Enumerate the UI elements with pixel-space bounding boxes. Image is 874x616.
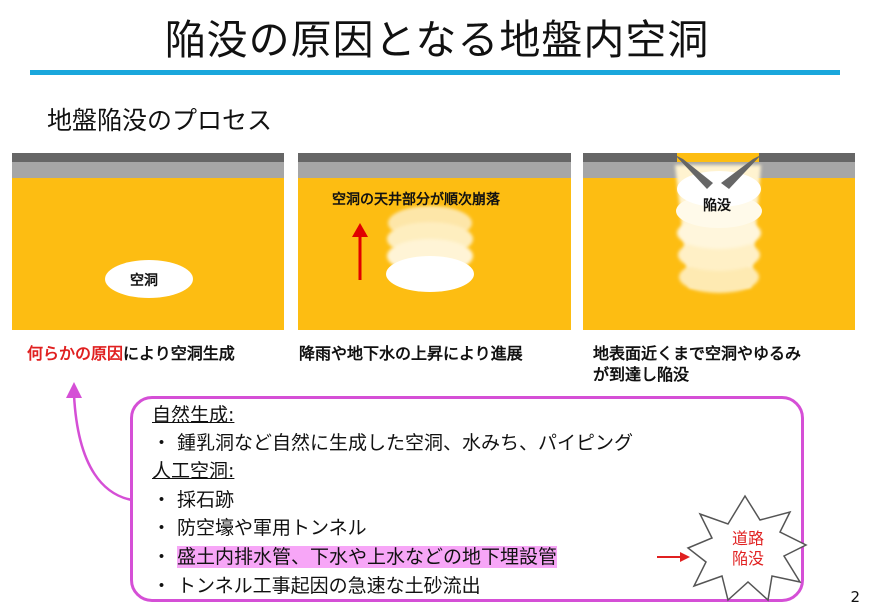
natural-heading: 自然生成: [152,404,235,426]
ring-1 [386,256,474,292]
base-layer [12,162,284,178]
sinkhole-label: 陥没 [703,198,731,214]
burst-line-1: 道路 [731,529,764,548]
artificial-item: ・ 防空壕や軍用トンネル [152,517,367,539]
caption-line-1: 地表面近くまで空洞やゆるみ [593,344,802,363]
upward-arrow-icon [352,223,368,280]
caption-highlight: 何らかの原因 [27,344,124,363]
natural-item: ・ 鍾乳洞など自然に生成した空洞、水みち、パイピング [152,432,634,454]
highlighted-text: 盛土内排水管、下水や上水などの地下埋設管 [177,546,558,568]
collapsed-road-left [675,155,713,189]
collapse-illustration [352,206,474,292]
section-subtitle: 地盤陥没のプロセス [47,106,273,135]
road-surface-left [583,153,677,162]
burst-label: 道路 陥没 [727,529,769,569]
bullet: ・ [152,546,178,568]
artificial-heading: 人工空洞: [152,460,235,482]
cavity-illustration [105,260,193,298]
artificial-item: ・ トンネル工事起因の急速な土砂流出 [152,575,481,597]
ring-5 [679,261,759,293]
artificial-item: ・ 採石跡 [152,489,235,511]
ring-4 [678,239,760,271]
panel-cavity-growth: 空洞の天井部分が順次崩落 [298,153,571,330]
ring-1 [677,171,761,207]
cavity-label: 空洞 [130,273,158,289]
road-surface-right [759,153,855,162]
sinkhole-illustration [675,155,762,293]
panel-1-caption: 何らかの原因により空洞生成 [27,343,235,364]
burst-line-2: 陥没 [731,549,764,568]
panel-cavity-formation: 空洞 [12,153,284,330]
caption-text: により空洞生成 [123,344,235,363]
collapse-label: 空洞の天井部分が順次崩落 [332,192,500,208]
panel-sinkhole: 陥没 [583,153,855,330]
cavity-ellipse [105,260,193,298]
causes-box [130,396,804,602]
caption-line-2: が到達し陥没 [593,365,690,384]
panel-2-caption: 降雨や地下水の上昇により進展 [299,344,523,363]
collapsed-road-right [721,155,761,189]
road-surface [12,153,284,162]
road-surface [298,153,571,162]
title-divider [30,70,840,75]
artificial-item-highlighted: ・ 盛土内排水管、下水や上水などの地下埋設管 [152,545,558,569]
base-layer [298,162,571,178]
page-number: 2 [850,588,860,606]
page-title: 陥没の原因となる地盤内空洞 [164,16,710,64]
panel-3-caption: 地表面近くまで空洞やゆるみ が到達し陥没 [593,343,801,385]
